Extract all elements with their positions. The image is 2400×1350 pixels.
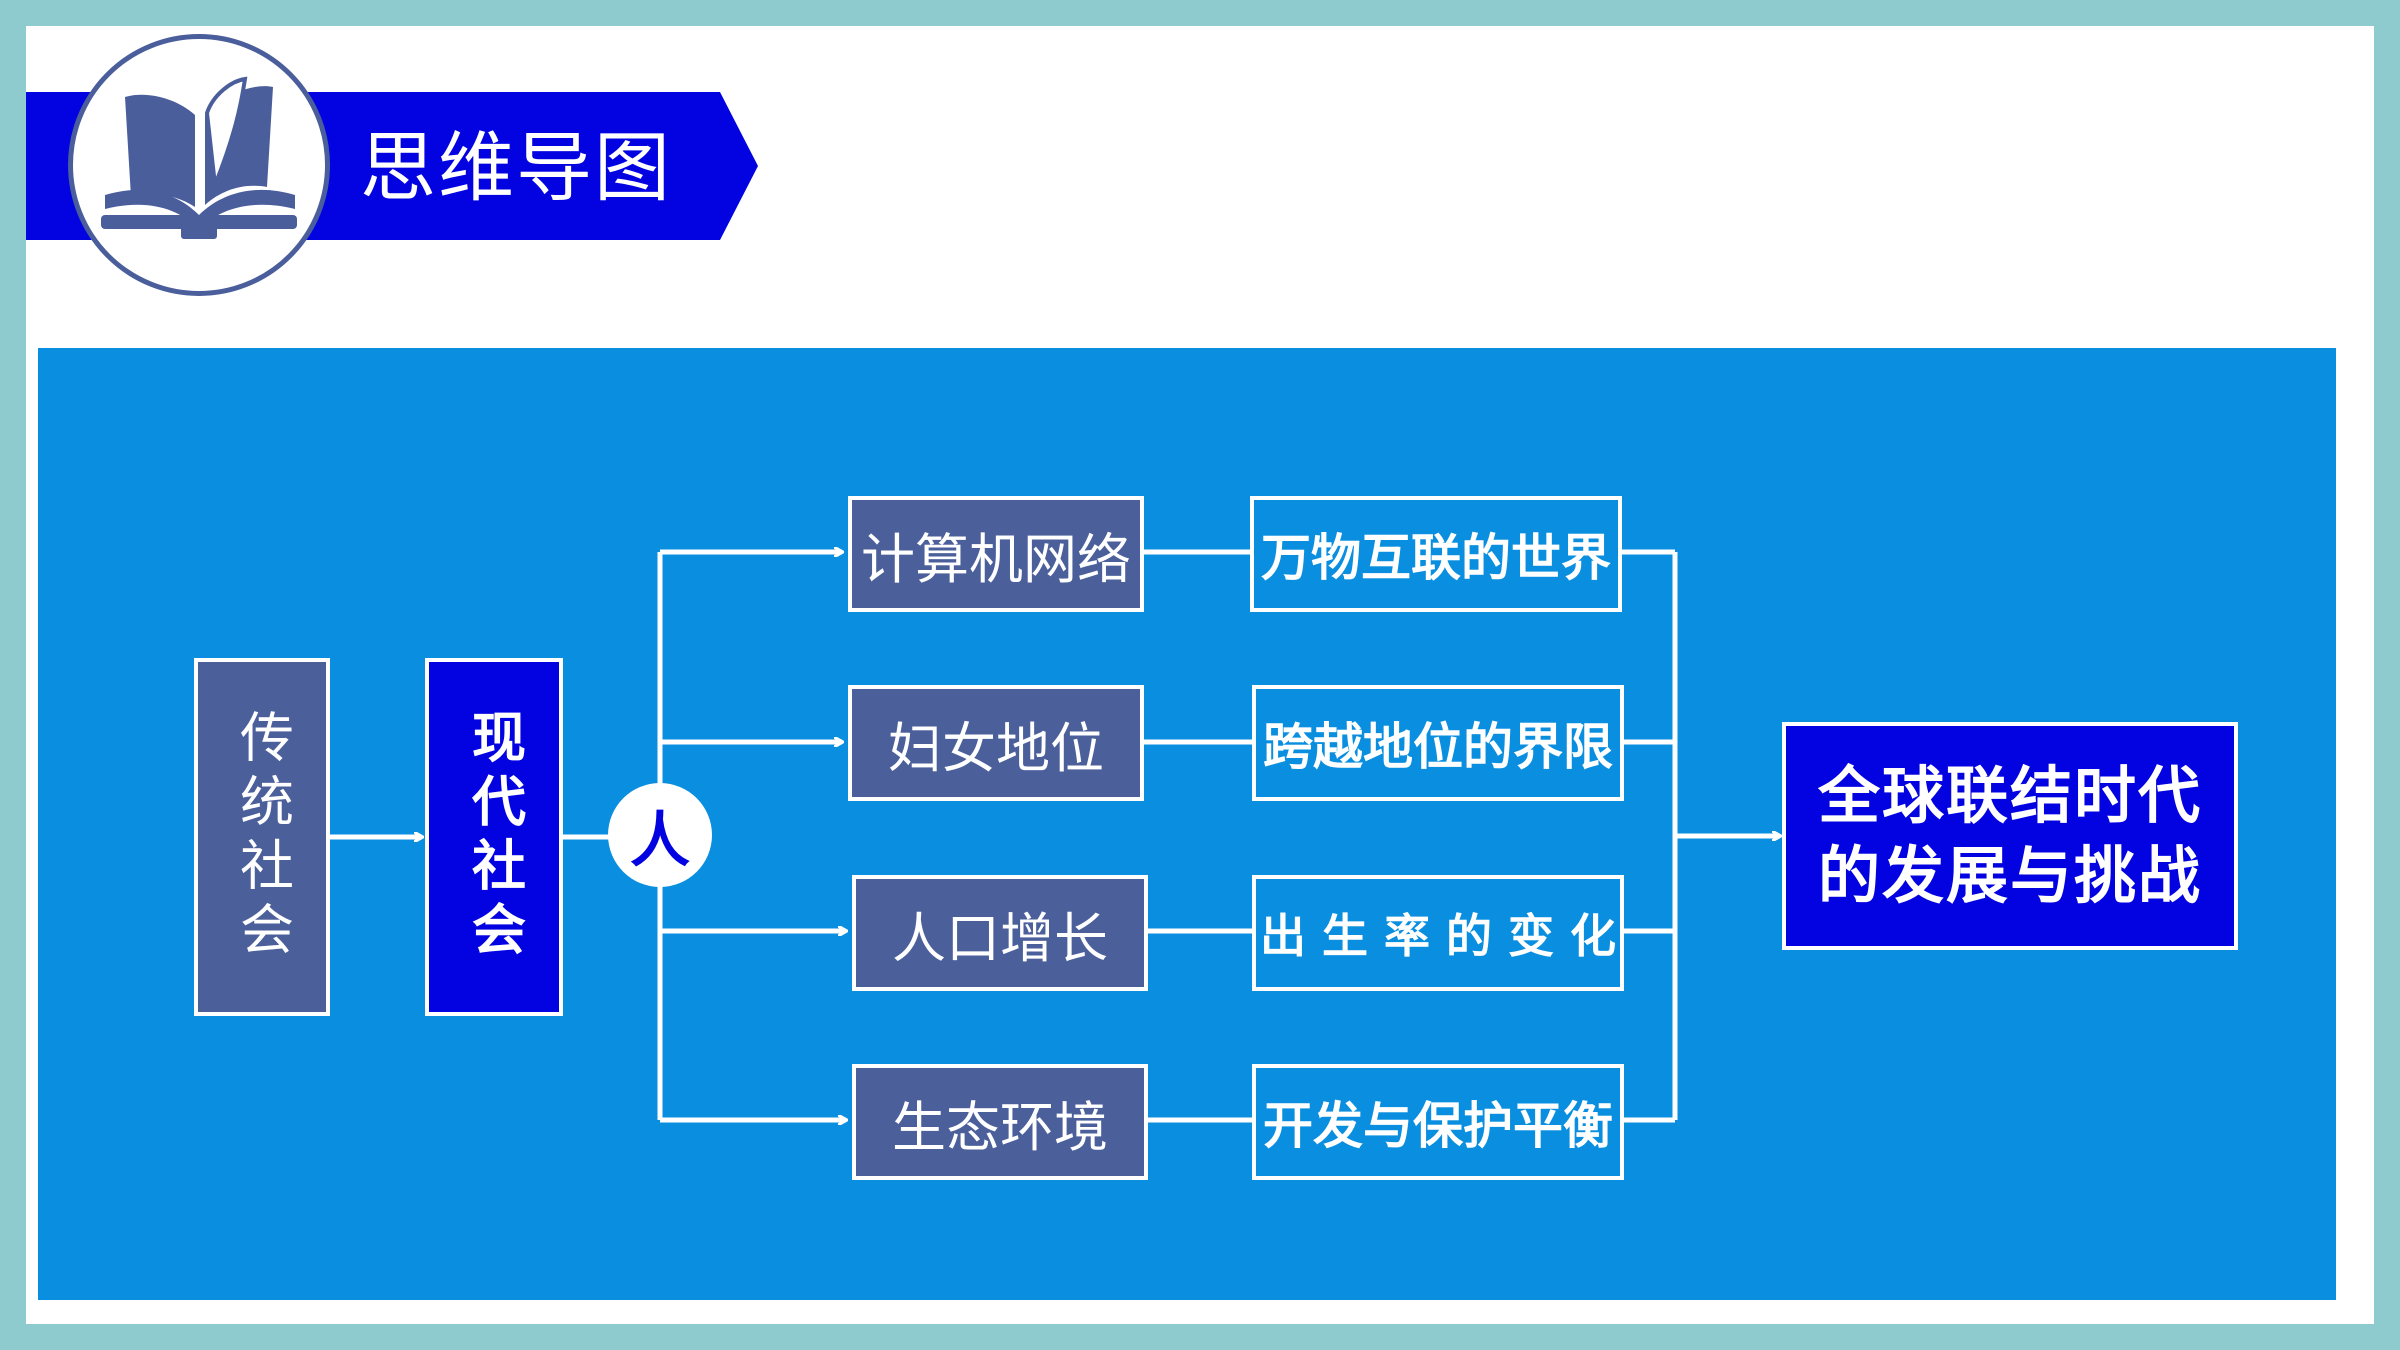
open-book-icon bbox=[101, 76, 297, 239]
conclusion-line-2: 的发展与挑战 bbox=[1817, 839, 2202, 912]
result-label-2: 跨越地位的界限 bbox=[1263, 718, 1613, 776]
result-box-2: 跨越地位的界限 bbox=[1252, 685, 1624, 801]
conclusion-box: 全球联结时代 的发展与挑战 bbox=[1782, 722, 2238, 950]
modern-society-box: 现代社会 bbox=[425, 658, 563, 1016]
traditional-society-box: 传统社会 bbox=[194, 658, 330, 1016]
page-title: 思维导图 bbox=[360, 123, 672, 212]
topic-label-3: 人口增长 bbox=[892, 906, 1108, 970]
topic-label-2: 妇女地位 bbox=[888, 716, 1104, 780]
result-label-3: 出 生 率 的 变 化 bbox=[1259, 909, 1617, 963]
result-box-4: 开发与保护平衡 bbox=[1252, 1064, 1624, 1180]
traditional-society-label: 传统社会 bbox=[230, 709, 294, 965]
person-hub: 人 bbox=[608, 783, 712, 887]
topic-box-3: 人口增长 bbox=[852, 875, 1148, 991]
topic-box-1: 计算机网络 bbox=[848, 496, 1144, 612]
result-box-1: 万物互联的世界 bbox=[1250, 496, 1622, 612]
topic-box-2: 妇女地位 bbox=[848, 685, 1144, 801]
modern-society-label: 现代社会 bbox=[462, 709, 526, 965]
conclusion-line-1: 全球联结时代 bbox=[1817, 759, 2202, 832]
result-label-1: 万物互联的世界 bbox=[1261, 529, 1611, 587]
topic-box-4: 生态环境 bbox=[852, 1064, 1148, 1180]
topic-label-4: 生态环境 bbox=[892, 1095, 1108, 1159]
header-badge bbox=[68, 34, 330, 296]
result-label-4: 开发与保护平衡 bbox=[1263, 1097, 1613, 1155]
topic-label-1: 计算机网络 bbox=[861, 527, 1131, 591]
result-box-3: 出 生 率 的 变 化 bbox=[1252, 875, 1624, 991]
